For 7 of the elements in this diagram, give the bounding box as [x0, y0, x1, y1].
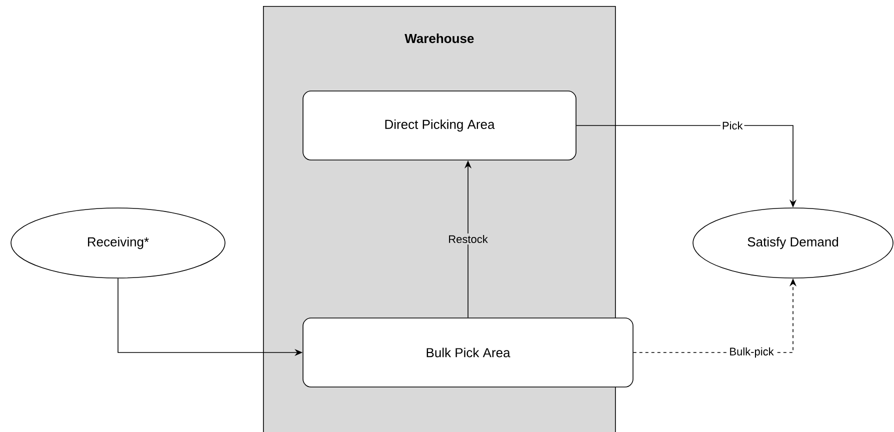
process-box: Bulk Pick Area — [302, 318, 634, 388]
process-box: Direct Picking Area — [302, 90, 576, 160]
ellipse-node: Receiving* — [10, 208, 226, 278]
edge-label: Bulk-pick — [728, 346, 776, 360]
edge-label: Pick — [720, 120, 744, 132]
ellipse-node: Satisfy Demand — [692, 208, 894, 278]
edge-label: Restock — [446, 233, 490, 245]
